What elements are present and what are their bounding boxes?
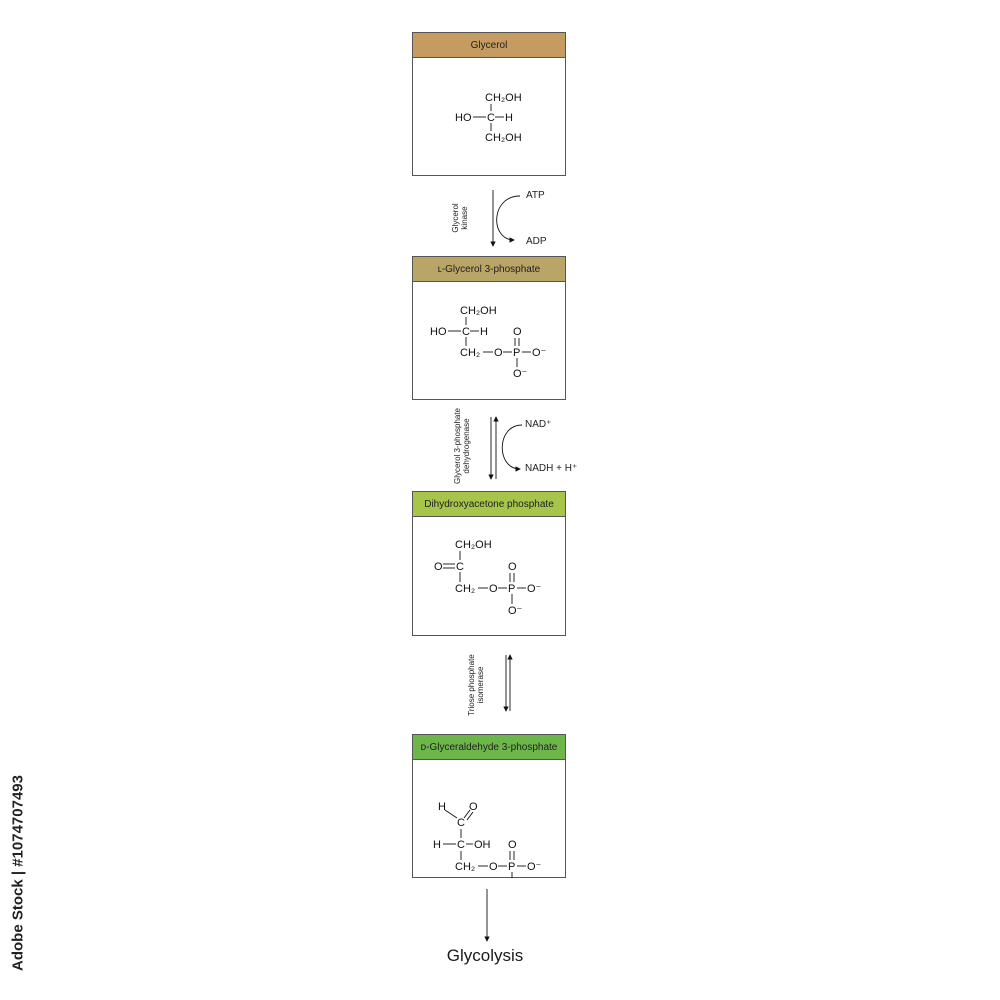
cofactor-out: ADP (526, 236, 547, 247)
atom-label: C (456, 561, 464, 573)
cofactor-arrow (501, 424, 523, 472)
atom-label: O⁻ (513, 368, 528, 380)
watermark-text: Adobe Stock | #1074707493 (9, 774, 27, 971)
pathway-outcome: Glycolysis (446, 946, 524, 965)
atom-label: CH₂OH (485, 132, 522, 144)
compound-title: Glycerol (413, 33, 565, 58)
compound-box-glycerol-3-phosphate: ʟ-Glycerol 3-phosphate CH₂OH HO C H CH₂ … (412, 256, 566, 400)
atom-label: O (469, 801, 478, 813)
compound-box-glycerol: Glycerol CH₂OH HO C H CH₂OH (412, 32, 566, 176)
atom-label: C (462, 326, 470, 338)
cofactor-out: NADH + H⁺ (525, 463, 578, 474)
atom-label: H (480, 326, 488, 338)
double-bond (466, 811, 474, 821)
reaction-arrows (488, 416, 523, 480)
atom-label: C (457, 839, 465, 851)
reaction-step-triose-phosphate-isomerase: Triose phosphate isomerase (440, 645, 540, 725)
structure-diagram: CH₂OH O C CH₂ O P O O⁻ O⁻ (434, 539, 542, 617)
atom-label: HO (430, 326, 447, 338)
structure-diagram: H O C H C OH CH₂ O P O O⁻ O⁻ (433, 801, 542, 878)
structure-diagram: CH₂OH HO C H CH₂OH (455, 92, 522, 144)
atom-label: P (508, 583, 515, 595)
atom-label: O (434, 561, 443, 573)
double-bond (463, 809, 471, 819)
cofactor-in: ATP (526, 190, 545, 201)
atom-label: O (489, 861, 498, 873)
atom-label: CH₂OH (460, 305, 497, 317)
atom-label: HO (455, 112, 472, 124)
atom-label: C (457, 817, 465, 829)
atom-label: CH₂OH (455, 539, 492, 551)
bond (444, 809, 458, 819)
atom-label: P (508, 861, 515, 873)
compound-box-gap: ᴅ-Glyceraldehyde 3-phosphate H O C H C O… (412, 734, 566, 878)
atom-label: O⁻ (508, 605, 523, 617)
atom-label: H (505, 112, 513, 124)
reaction-step-g3p-dehydrogenase: Glycerol 3-phosphate dehydrogenase NAD⁺ … (440, 405, 600, 487)
compound-title: Dihydroxyacetone phosphate (413, 492, 565, 517)
stock-watermark: Adobe Stock | #1074707493 (8, 755, 28, 990)
atom-label: O (508, 839, 517, 851)
atom-label: H (438, 801, 446, 813)
atom-label: O⁻ (527, 583, 542, 595)
atom-label: OH (474, 839, 491, 851)
atom-label: CH₂OH (485, 92, 522, 104)
atom-label: CH₂ (460, 347, 480, 359)
reaction-step-glycerol-kinase: Glycerol kinase ATP ADP (440, 180, 580, 255)
reaction-arrows (490, 190, 521, 247)
atom-label: CH₂ (455, 861, 475, 873)
atom-label: O (513, 326, 522, 338)
atom-label: O (489, 583, 498, 595)
atom-label: O⁻ (532, 347, 547, 359)
atom-label: P (513, 347, 520, 359)
structure-diagram: CH₂OH HO C H CH₂ O P O O⁻ O⁻ (430, 305, 547, 380)
atom-label: C (487, 112, 495, 124)
cofactor-arrow (496, 195, 521, 243)
atom-label: H (433, 839, 441, 851)
to-glycolysis-arrow (484, 889, 490, 942)
atom-label: O⁻ (527, 861, 542, 873)
compound-title: ᴅ-Glyceraldehyde 3-phosphate (413, 735, 565, 760)
atom-label: O (494, 347, 503, 359)
compound-box-dhap: Dihydroxyacetone phosphate CH₂OH O C CH₂… (412, 491, 566, 636)
atom-label: CH₂ (455, 583, 475, 595)
atom-label: O (508, 561, 517, 573)
cofactor-in: NAD⁺ (525, 419, 552, 430)
reaction-arrows (503, 654, 513, 712)
compound-title: ʟ-Glycerol 3-phosphate (413, 257, 565, 282)
